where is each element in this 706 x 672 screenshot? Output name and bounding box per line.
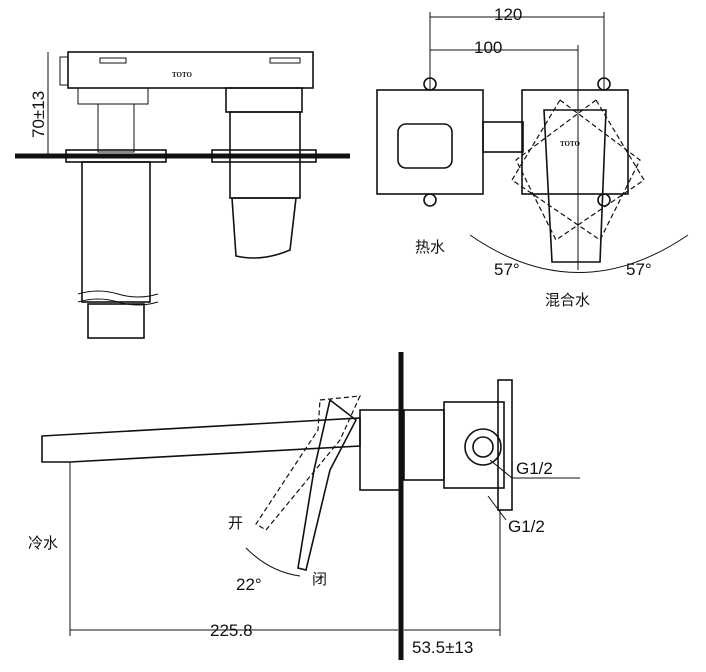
leader-line [489,459,513,479]
valve-body [81,161,151,303]
rotation-arc [469,234,689,273]
faucet-body [67,51,314,89]
hot-plate [376,89,484,195]
screw-hole [597,77,611,91]
screw-hole [423,77,437,91]
side-view-top: TOTO 70±13 [15,51,350,339]
dim-spout-length: 225.8 [210,621,253,640]
rotation-outline [511,99,645,241]
angle-lever: 22° [236,575,262,594]
angle-left: 57° [494,260,520,279]
label-hot-water: 热水 [415,238,445,256]
leader-line [487,495,507,521]
bottom-side-view: 开 22° 闭 冷水 225.8 53.5±13 G1/2 G1/2 [28,352,580,660]
inlet-port [472,436,494,458]
thread-label-bottom: G1/2 [508,517,545,536]
mix-lever [543,109,607,263]
mix-plate [521,89,629,195]
screw-hole [423,193,437,207]
body-slot [99,57,127,64]
lever-handle [231,197,297,259]
body-cap [59,56,69,86]
label-cold-water: 冷水 [28,534,58,552]
flange-right [211,149,317,163]
mount-bracket [497,379,513,511]
valve-bottom [87,303,145,339]
toto-logo: TOTO [172,71,193,79]
spout [41,417,361,463]
label-open: 开 [228,514,243,532]
mount-plate [77,87,149,105]
body-slot [269,57,301,64]
toto-logo: TOTO [560,140,581,148]
break-line [77,290,159,306]
angle-right: 57° [626,260,652,279]
valve-stem [97,103,135,153]
dim-width-inner: 100 [474,38,502,57]
label-mixed-water: 混合水 [545,291,590,309]
spout-flange [359,409,401,491]
valve-box [443,401,505,489]
label-close: 闭 [312,570,327,588]
lever-open [255,395,361,531]
hot-knob [397,123,453,169]
dim-height: 70±13 [29,91,48,138]
angle-arc [245,547,301,577]
lever-base [225,87,303,113]
front-view: 120 100 TOTO 热水 57° 57° 混合水 [376,5,689,309]
dim-wall-depth: 53.5±13 [412,638,473,657]
dim-width-total: 120 [494,5,522,24]
screw-hole [597,193,611,207]
thread-label-top: G1/2 [516,459,553,478]
connector [482,121,524,153]
lever-closed [297,398,358,571]
valve-housing [403,409,445,481]
inlet-ring [464,428,502,466]
